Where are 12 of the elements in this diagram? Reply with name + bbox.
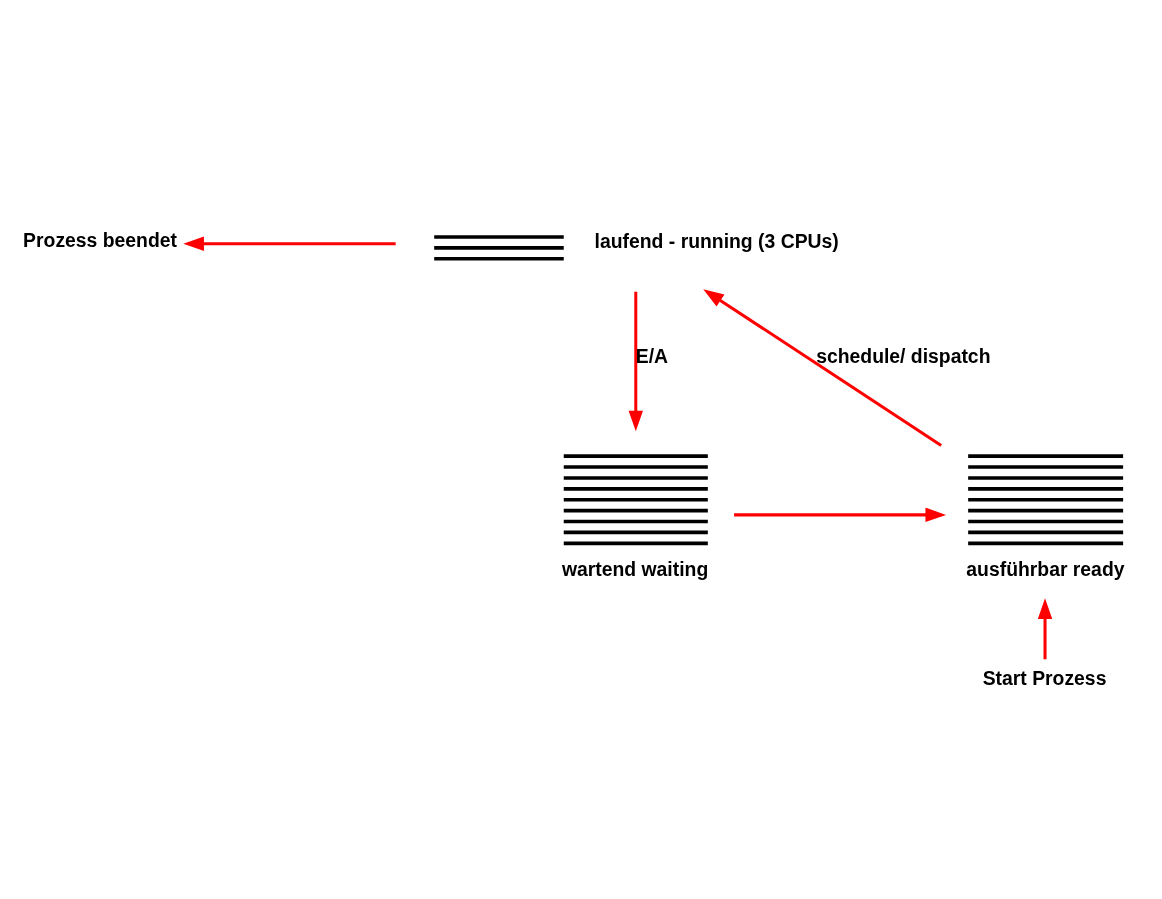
edge-label: E/A xyxy=(635,344,669,367)
node-text: ausführbar ready xyxy=(966,558,1125,581)
arrow xyxy=(1037,598,1053,660)
node-text: wartend waiting xyxy=(561,558,709,581)
node-text: Prozess beendet xyxy=(23,229,177,252)
edge-label: schedule/ dispatch xyxy=(816,344,991,367)
arrow xyxy=(628,291,643,432)
arrow xyxy=(734,507,947,523)
node-text: laufend - running (3 CPUs) xyxy=(594,229,839,252)
node-text: Start Prozess xyxy=(982,666,1107,689)
arrow xyxy=(703,289,943,447)
arrow xyxy=(183,236,396,251)
